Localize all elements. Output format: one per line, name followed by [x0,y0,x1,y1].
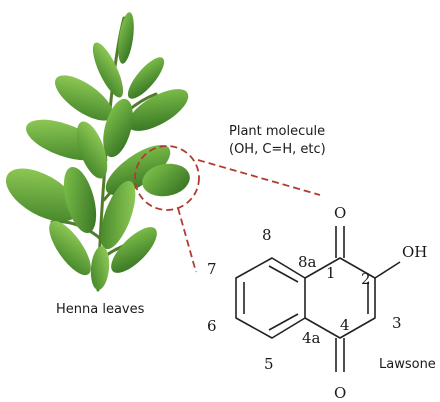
position-2: 2 [361,270,371,288]
position-6: 6 [207,317,217,335]
zoom-callout [134,145,321,273]
position-5: 5 [264,355,274,373]
position-4a: 4a [302,329,321,347]
position-4: 4 [340,316,350,334]
plant-molecule-caption-line1: Plant molecule [229,124,326,139]
position-1: 1 [326,264,336,282]
lawsone-structure [235,226,401,372]
position-3: 3 [392,314,402,332]
position-8a: 8a [298,253,317,271]
lawsone-caption: Lawsone [379,357,436,372]
plant-molecule-caption-line2: (OH, C=H, etc) [229,142,326,157]
henna-leaves-caption: Henna leaves [56,302,145,317]
atom-hydroxyl: OH [402,243,428,261]
position-7: 7 [207,260,217,278]
atom-oxygen-bottom: O [334,384,347,402]
plant-leaves [5,12,190,290]
position-8: 8 [262,226,272,244]
atom-oxygen-top: O [334,204,347,222]
